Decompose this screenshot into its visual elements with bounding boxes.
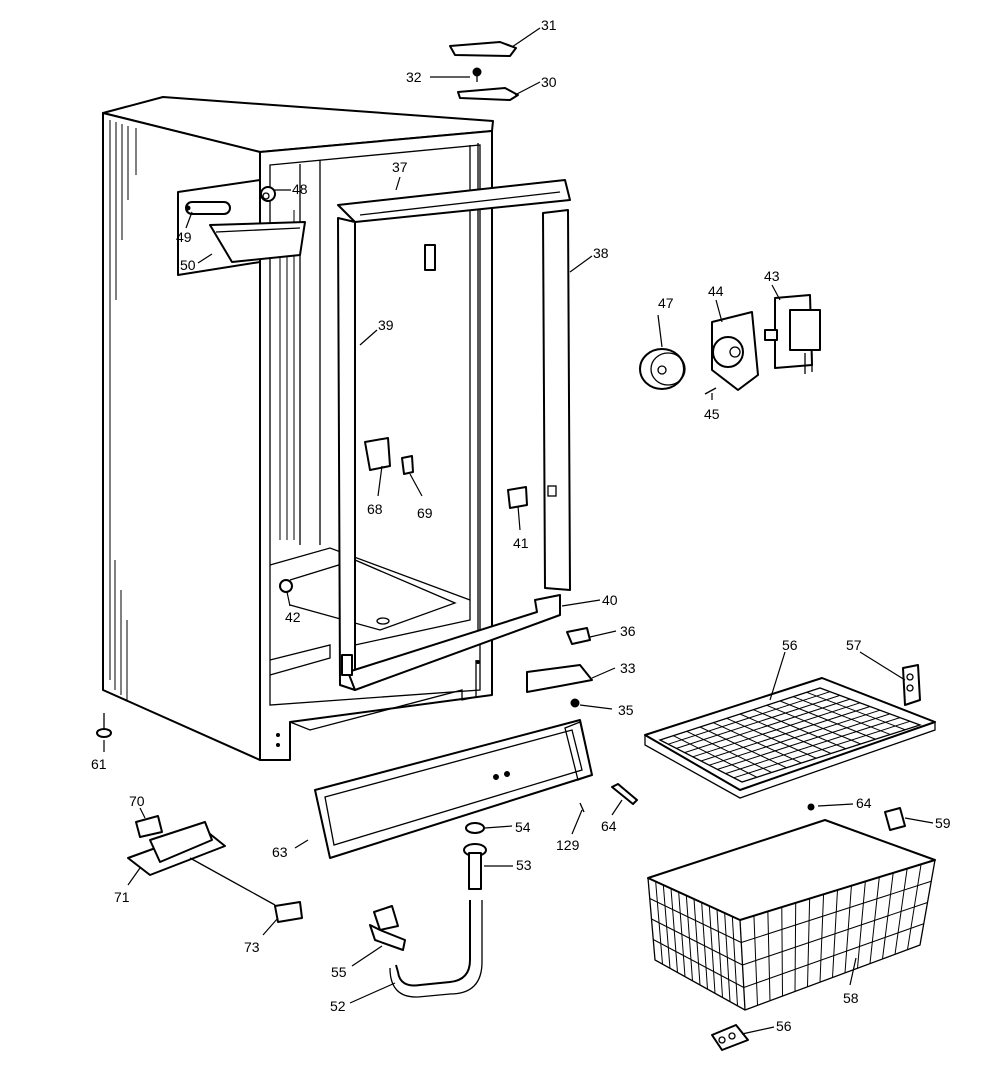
callout-36: 36 [620, 623, 636, 639]
control-mounting-plate [177, 179, 306, 276]
drain-fitting [279, 579, 293, 593]
drain-assembly [369, 822, 487, 998]
callout-64-clip: 64 [856, 795, 872, 811]
callout-71: 71 [114, 889, 130, 905]
top-hinge [449, 41, 519, 101]
leveling-screw [96, 713, 112, 738]
shelf-wire [717, 713, 891, 770]
callout-56-handle: 56 [776, 1018, 792, 1034]
callout-50: 50 [180, 257, 196, 273]
callout-70: 70 [129, 793, 145, 809]
shelf-wire [700, 706, 871, 762]
callout-73: 73 [244, 939, 260, 955]
shelf-wire [668, 691, 831, 745]
bottom-hinge [526, 627, 593, 708]
basket-wire [653, 939, 744, 988]
shelf-wire [684, 698, 851, 754]
clip-41 [507, 486, 528, 509]
light-switch-assembly [127, 815, 303, 923]
shelf-wire [692, 702, 861, 758]
callout-37: 37 [392, 159, 408, 175]
callout-40: 40 [602, 592, 618, 608]
callout-56-shelf: 56 [782, 637, 798, 653]
callout-38: 38 [593, 245, 609, 261]
shelf-wire [709, 709, 881, 766]
wire-basket [647, 819, 936, 1011]
door-gasket-frame [337, 179, 571, 691]
leader-lines [103, 27, 934, 1035]
callout-43: 43 [764, 268, 780, 284]
shelf-bracket [902, 664, 921, 706]
callout-44: 44 [708, 283, 724, 299]
callout-32: 32 [406, 69, 422, 85]
door-side-strip [542, 209, 571, 591]
callout-64-screw: 64 [601, 818, 617, 834]
callout-68: 68 [367, 501, 383, 517]
callout-42: 42 [285, 609, 301, 625]
callout-33: 33 [620, 660, 636, 676]
callout-31: 31 [541, 17, 557, 33]
basket-clip [884, 807, 906, 831]
basket-wire [742, 902, 928, 966]
callout-labels: 31 32 30 48 49 50 37 38 39 47 44 43 45 6… [91, 17, 951, 1034]
callout-48: 48 [292, 181, 308, 197]
basket-handle [711, 1024, 749, 1051]
callout-52: 52 [330, 998, 346, 1014]
shelf-wire [676, 694, 841, 749]
callout-61: 61 [91, 756, 107, 772]
basket-wire [649, 898, 742, 943]
callout-47: 47 [658, 295, 674, 311]
callout-30: 30 [541, 74, 557, 90]
wire-shelf [644, 677, 936, 799]
callout-53: 53 [516, 857, 532, 873]
shelf-wire [733, 720, 911, 779]
callout-45: 45 [704, 406, 720, 422]
callout-57: 57 [846, 637, 862, 653]
callout-39: 39 [378, 317, 394, 333]
basket-wire [743, 923, 924, 988]
shelf-wire [725, 717, 901, 775]
basket-wire [741, 880, 932, 943]
callout-55: 55 [331, 964, 347, 980]
callout-129: 129 [556, 837, 580, 853]
callout-69: 69 [417, 505, 433, 521]
callout-35: 35 [618, 702, 634, 718]
screws [579, 783, 815, 813]
callout-59: 59 [935, 815, 951, 831]
callout-49: 49 [176, 229, 192, 245]
callout-41: 41 [513, 535, 529, 551]
callout-58: 58 [843, 990, 859, 1006]
callout-63: 63 [272, 844, 288, 860]
kick-panel [314, 719, 593, 859]
thermostat-controls [639, 294, 821, 395]
callout-54: 54 [515, 819, 531, 835]
basket-wire [651, 918, 743, 966]
